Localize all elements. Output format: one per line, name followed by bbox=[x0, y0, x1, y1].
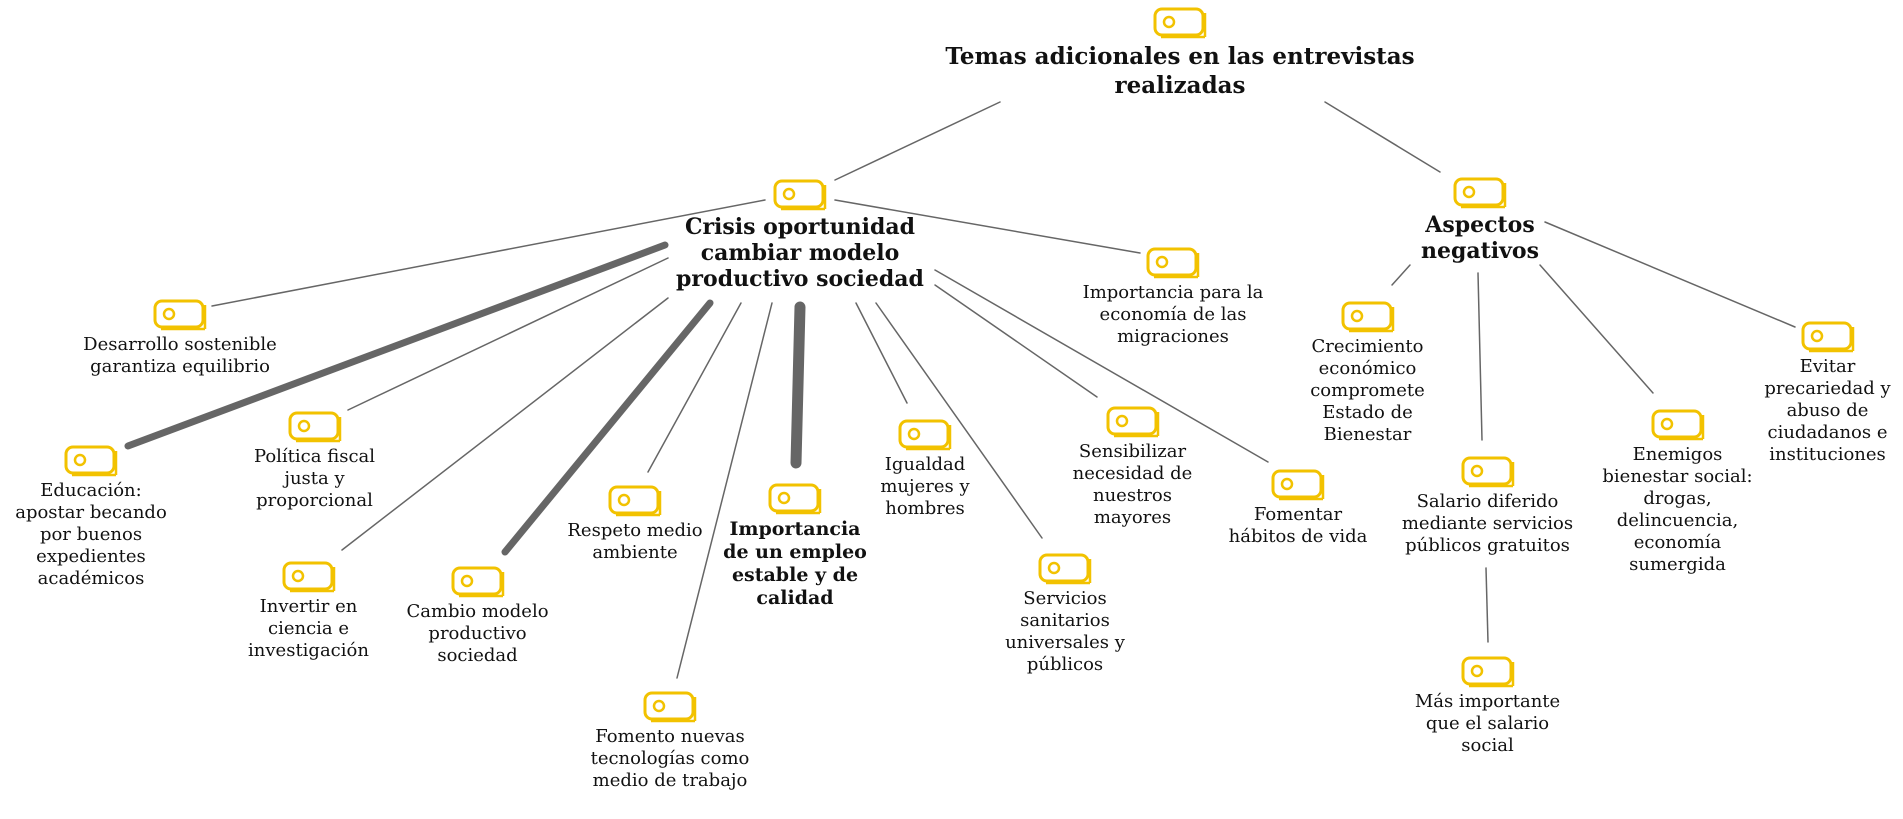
tag-icon bbox=[282, 561, 335, 593]
node-label: Importancia para la economía de las migr… bbox=[1082, 282, 1264, 347]
node-educacion[interactable]: Educación: apostar becando por buenos ex… bbox=[10, 444, 172, 590]
edge-crisis-fomentar bbox=[934, 269, 1269, 463]
node-label: Respeto medio ambiente bbox=[567, 520, 703, 563]
node-masimportante[interactable]: Más importante que el salario social bbox=[1410, 655, 1565, 757]
tag-icon bbox=[1461, 456, 1514, 488]
edge-negativos-crecimiento bbox=[1391, 264, 1411, 286]
node-crisis[interactable]: Crisis oportunidad cambiar modelo produc… bbox=[660, 178, 940, 292]
tag-icon bbox=[451, 566, 504, 598]
edge-crisis-politica bbox=[347, 257, 669, 411]
node-politica[interactable]: Política fiscal justa y proporcional bbox=[242, 410, 387, 512]
tag-icon bbox=[1271, 469, 1325, 501]
edge-crisis-sanitarios bbox=[875, 302, 1043, 539]
node-desarrollo[interactable]: Desarrollo sostenible garantiza equilibr… bbox=[65, 298, 295, 378]
node-empleo[interactable]: Importancia de un empleo estable y de ca… bbox=[715, 482, 875, 610]
node-label: Evitar precariedad y abuso de ciudadanos… bbox=[1764, 356, 1891, 465]
node-label: Salario diferido mediante servicios públ… bbox=[1401, 491, 1574, 556]
node-label: Fomentar hábitos de vida bbox=[1228, 504, 1368, 547]
tag-icon bbox=[773, 179, 827, 211]
tag-icon bbox=[64, 445, 118, 477]
node-salario[interactable]: Salario diferido mediante servicios públ… bbox=[1400, 455, 1575, 557]
tag-icon bbox=[1801, 321, 1854, 353]
node-label: Igualdad mujeres y hombres bbox=[880, 454, 970, 519]
edge-crisis-sensibilizar bbox=[934, 284, 1098, 398]
node-label: Sensibilizar necesidad de nuestros mayor… bbox=[1072, 441, 1193, 528]
tag-icon bbox=[1453, 177, 1507, 209]
node-label: Fomento nuevas tecnologías como medio de… bbox=[590, 726, 750, 791]
tag-icon bbox=[768, 483, 822, 515]
node-label: Invertir en ciencia e investigación bbox=[248, 596, 369, 661]
edge-crisis-fomento bbox=[676, 302, 773, 679]
edge-crisis-educacion bbox=[124, 241, 669, 450]
edge-crisis-empleo bbox=[790, 301, 806, 469]
edge-crisis-cambio bbox=[501, 299, 714, 556]
edge-negativos-evitar bbox=[1544, 221, 1796, 328]
edge-crisis-desarrollo bbox=[211, 199, 766, 307]
tag-icon bbox=[643, 691, 697, 723]
node-fomento[interactable]: Fomento nuevas tecnologías como medio de… bbox=[580, 690, 760, 792]
node-migraciones[interactable]: Importancia para la economía de las migr… bbox=[1068, 246, 1278, 348]
edge-root-crisis bbox=[834, 101, 1001, 181]
edge-crisis-invertir bbox=[341, 297, 669, 551]
tag-icon bbox=[1146, 247, 1200, 279]
tag-icon bbox=[608, 485, 662, 517]
tag-icon bbox=[1461, 656, 1514, 688]
tag-icon bbox=[1341, 301, 1394, 333]
node-invertir[interactable]: Invertir en ciencia e investigación bbox=[236, 560, 381, 662]
edge-negativos-salario bbox=[1477, 272, 1483, 441]
node-enemigos[interactable]: Enemigos bienestar social: drogas, delin… bbox=[1595, 408, 1760, 576]
edge-crisis-respeto bbox=[647, 302, 742, 473]
node-sensibilizar[interactable]: Sensibilizar necesidad de nuestros mayor… bbox=[1055, 405, 1210, 529]
node-label: Importancia de un empleo estable y de ca… bbox=[723, 518, 867, 609]
node-label: Cambio modelo productivo sociedad bbox=[406, 601, 549, 666]
tag-icon bbox=[1106, 406, 1159, 438]
node-label: Crecimiento económico compromete Estado … bbox=[1310, 336, 1425, 445]
node-sanitarios[interactable]: Servicios sanitarios universales y públi… bbox=[985, 552, 1145, 676]
tag-icon bbox=[153, 299, 207, 331]
node-respeto[interactable]: Respeto medio ambiente bbox=[555, 484, 715, 564]
node-label: Aspectos negativos bbox=[1421, 212, 1539, 264]
tag-icon bbox=[1153, 7, 1207, 39]
edge-negativos-enemigos bbox=[1539, 264, 1654, 394]
node-evitar[interactable]: Evitar precariedad y abuso de ciudadanos… bbox=[1755, 320, 1900, 466]
tag-icon bbox=[1038, 553, 1092, 585]
node-negativos[interactable]: Aspectos negativos bbox=[1385, 176, 1575, 264]
node-label: Crisis oportunidad cambiar modelo produc… bbox=[676, 214, 924, 292]
node-cambio[interactable]: Cambio modelo productivo sociedad bbox=[395, 565, 560, 667]
node-label: Desarrollo sostenible garantiza equilibr… bbox=[83, 334, 277, 377]
node-label: Enemigos bienestar social: drogas, delin… bbox=[1602, 444, 1753, 575]
node-igualdad[interactable]: Igualdad mujeres y hombres bbox=[870, 418, 980, 520]
node-label: Educación: apostar becando por buenos ex… bbox=[15, 480, 167, 589]
node-label: Más importante que el salario social bbox=[1414, 691, 1561, 756]
edge-crisis-migraciones bbox=[834, 199, 1141, 254]
edge-salario-masimportante bbox=[1485, 567, 1489, 643]
node-label: Política fiscal justa y proporcional bbox=[253, 446, 376, 511]
tag-icon bbox=[288, 411, 341, 443]
node-fomentar[interactable]: Fomentar hábitos de vida bbox=[1218, 468, 1378, 548]
node-crecimiento[interactable]: Crecimiento económico compromete Estado … bbox=[1305, 300, 1430, 446]
edge-root-negativos bbox=[1324, 101, 1441, 173]
node-label: Servicios sanitarios universales y públi… bbox=[1005, 588, 1125, 675]
tag-icon bbox=[1651, 409, 1704, 441]
edge-crisis-igualdad bbox=[855, 302, 908, 404]
node-label: Temas adicionales en las entrevistas rea… bbox=[945, 43, 1415, 99]
tag-icon bbox=[898, 419, 952, 451]
node-root[interactable]: Temas adicionales en las entrevistas rea… bbox=[900, 6, 1460, 100]
